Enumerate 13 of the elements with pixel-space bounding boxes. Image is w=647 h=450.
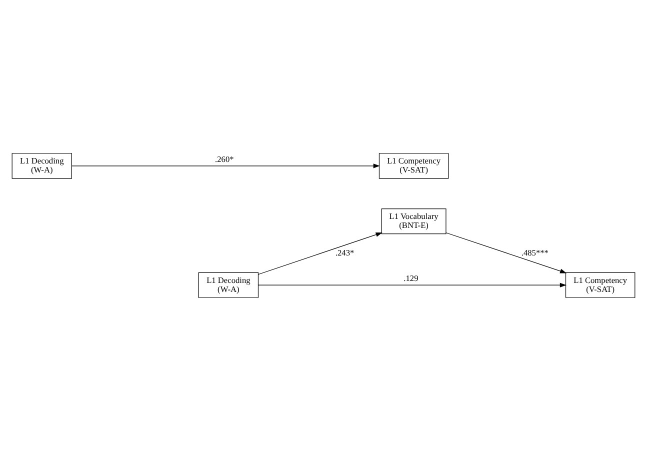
edge-label: .243* — [335, 248, 354, 257]
arrow — [258, 282, 566, 287]
node-box: L1 Decoding (W-A) — [12, 152, 72, 178]
node-box: L1 Competency (V-SAT) — [565, 272, 636, 298]
edge-label: .129 — [404, 274, 418, 283]
edge-label: .485*** — [521, 248, 548, 257]
arrow — [446, 232, 567, 273]
node-box: L1 Competency (V-SAT) — [378, 152, 449, 178]
node-box: L1 Decoding (W-A) — [198, 272, 259, 298]
node-box: L1 Vocabulary (BNT-E) — [381, 208, 446, 234]
arrow — [258, 232, 382, 274]
edge-label: .260* — [215, 154, 234, 164]
arrow — [71, 163, 380, 168]
